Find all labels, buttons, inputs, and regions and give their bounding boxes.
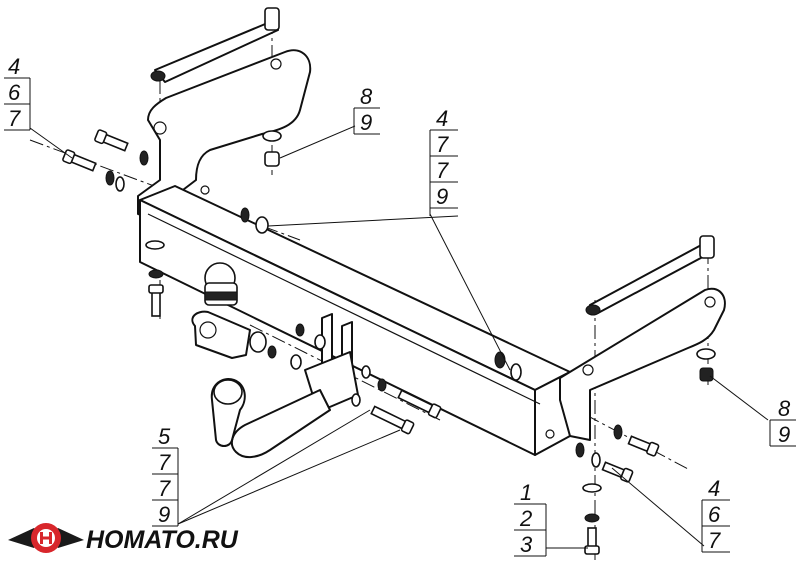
svg-text:2: 2 (519, 506, 532, 531)
svg-text:5: 5 (158, 424, 171, 449)
svg-text:8: 8 (360, 84, 373, 109)
logo-text: HOMATO.RU (86, 526, 239, 554)
svg-text:1: 1 (520, 480, 532, 505)
svg-text:9: 9 (436, 184, 448, 209)
mounting-strap-left (150, 7, 280, 83)
svg-text:6: 6 (8, 80, 21, 105)
svg-text:7: 7 (436, 158, 449, 183)
callout-bottom-bolt: 1 2 3 (514, 480, 547, 557)
ball-mount (191, 310, 359, 458)
leader-lines (29, 125, 769, 549)
svg-text:7: 7 (8, 106, 21, 131)
svg-text:7: 7 (158, 476, 171, 501)
svg-text:3: 3 (520, 532, 533, 557)
svg-text:9: 9 (158, 502, 170, 527)
bracket-left (137, 49, 312, 229)
hardware-center (240, 207, 522, 407)
hardware-top (262, 130, 282, 167)
hardware-long-bolts (370, 389, 442, 435)
svg-text:4: 4 (8, 54, 20, 79)
tow-ball (204, 262, 238, 306)
svg-text:8: 8 (778, 396, 791, 421)
svg-text:7: 7 (708, 528, 721, 553)
svg-text:7: 7 (436, 132, 449, 157)
svg-text:6: 6 (708, 502, 721, 527)
svg-text:4: 4 (708, 476, 720, 501)
hardware-left (62, 129, 165, 317)
callout-right-nut: 8 9 (769, 396, 796, 447)
logo-emblem-icon (8, 523, 84, 553)
svg-text:9: 9 (360, 110, 372, 135)
mounting-strap-right (585, 235, 715, 316)
homato-logo: HOMATO.RU (8, 523, 239, 554)
callout-left-bolt: 4 6 7 (4, 54, 31, 131)
callout-ball-mount: 5 7 7 9 (152, 424, 179, 527)
callout-right-bolt: 4 6 7 (701, 476, 730, 553)
svg-text:7: 7 (158, 450, 171, 475)
callout-center-bolts: 4 7 7 9 (429, 106, 458, 216)
bracket-right (559, 287, 726, 441)
svg-text:4: 4 (436, 106, 448, 131)
svg-text:9: 9 (778, 422, 790, 447)
callout-top-nut: 8 9 (353, 84, 380, 135)
